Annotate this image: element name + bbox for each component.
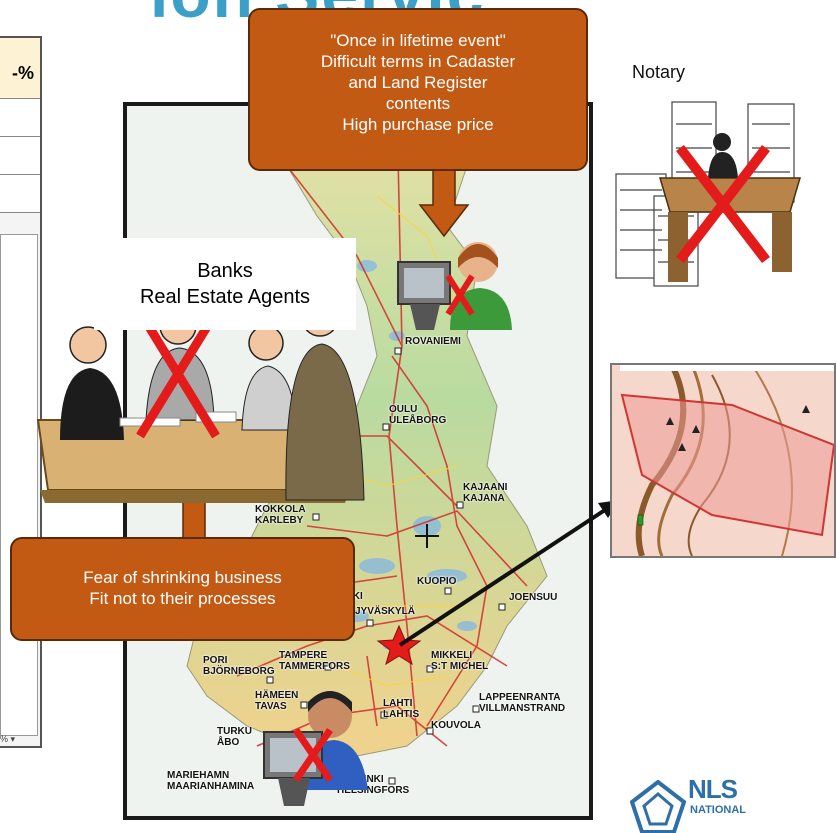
callout-user-barriers: "Once in lifetime event" Difficult terms… bbox=[248, 8, 588, 171]
spreadsheet-row bbox=[0, 99, 40, 137]
user-icon bbox=[450, 242, 512, 330]
spreadsheet-header: -% bbox=[0, 38, 40, 99]
city-label-joensuu: JOENSUU bbox=[509, 592, 558, 603]
cross-icon bbox=[445, 274, 475, 316]
city-label-kouvola: KOUVOLA bbox=[431, 720, 481, 731]
cross-icon bbox=[136, 309, 220, 439]
nls-logo-icon bbox=[630, 780, 686, 833]
star-icon bbox=[376, 624, 422, 666]
cross-icon bbox=[676, 144, 770, 264]
spreadsheet-row bbox=[0, 137, 40, 175]
callout-business-barriers: Fear of shrinking business Fit not to th… bbox=[10, 537, 355, 641]
city-label-kuopio: KUOPIO bbox=[417, 576, 457, 587]
spreadsheet-footer: % ▾ bbox=[0, 734, 16, 744]
notary-label: Notary bbox=[632, 62, 686, 82]
crosshair-icon bbox=[415, 524, 439, 548]
parcel-map-graphic bbox=[612, 365, 834, 556]
banks-agents-label: Banks Real Estate Agents bbox=[94, 238, 356, 330]
computer-icon bbox=[397, 261, 451, 330]
arrow-icon bbox=[418, 169, 470, 238]
parcel-inset-map bbox=[610, 363, 836, 558]
nls-logo-subtext: NATIONAL bbox=[690, 804, 747, 816]
computer-icon bbox=[263, 731, 323, 806]
cross-icon bbox=[293, 728, 333, 782]
spreadsheet-fragment: -% % ▾ bbox=[0, 36, 42, 748]
city-label-rovaniemi: ROVANIEMI bbox=[405, 336, 461, 347]
spreadsheet-row bbox=[0, 175, 40, 213]
connector-line bbox=[398, 506, 610, 647]
city-label-jyvaskyla: JYVÄSKYLÄ bbox=[355, 606, 416, 617]
spreadsheet-body bbox=[0, 234, 38, 736]
nls-logo-text: NLS bbox=[688, 774, 738, 804]
